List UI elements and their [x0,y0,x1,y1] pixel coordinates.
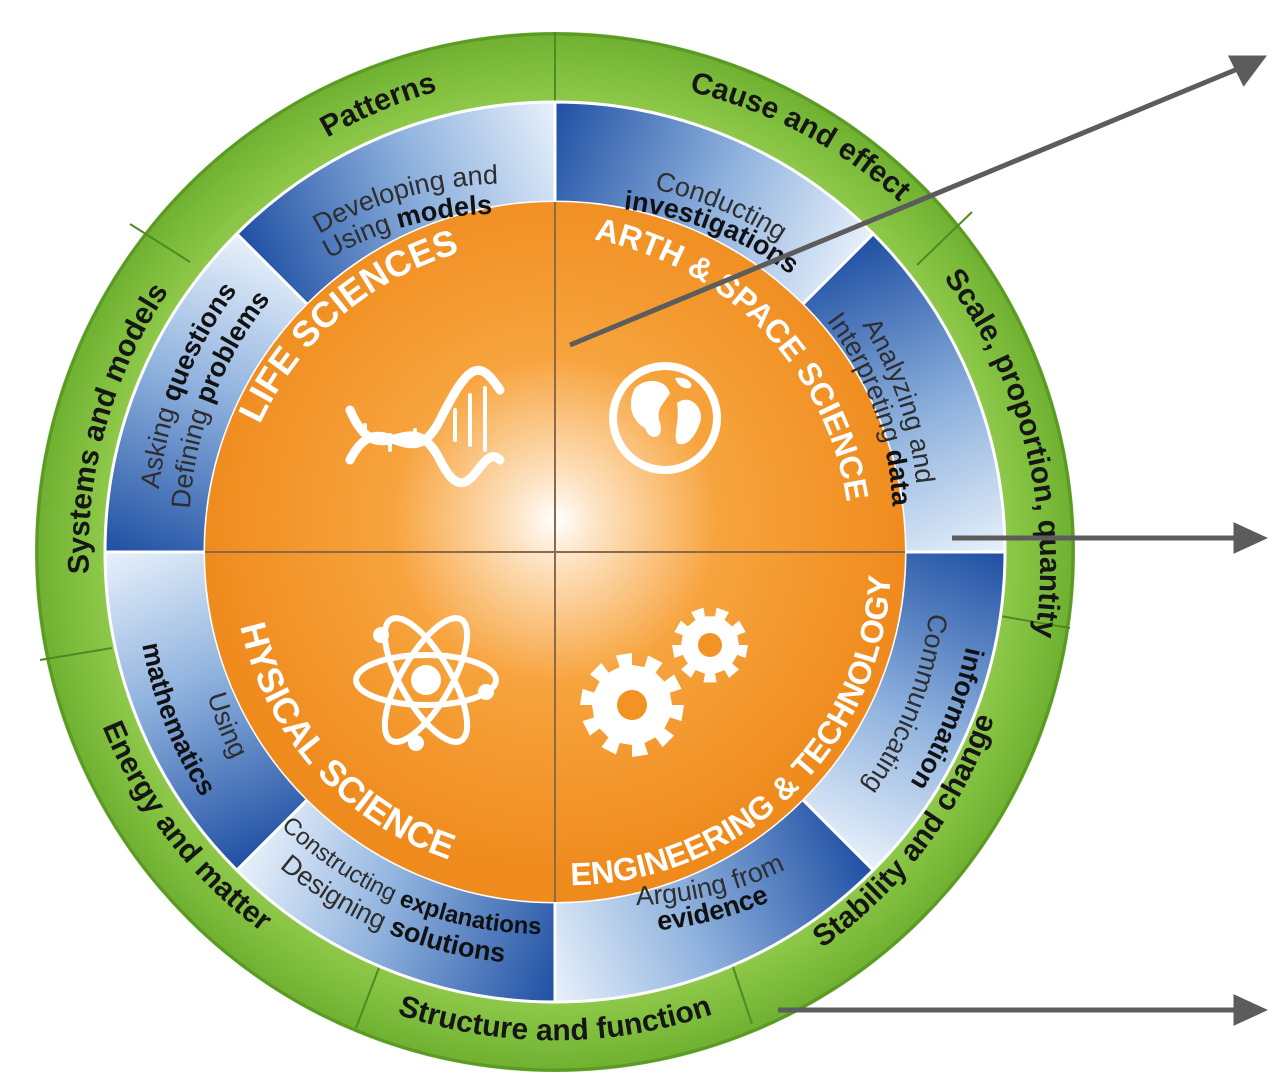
arrow-top [569,65,1241,348]
gear-hole [698,633,722,657]
globe-icon [609,362,721,474]
gear-hole [617,690,647,720]
atom-icon [353,615,499,751]
ring-dividers [39,32,1071,1029]
dna-icon [345,366,505,488]
gears-icon [580,607,748,757]
pointer-arrows [569,55,1268,1026]
